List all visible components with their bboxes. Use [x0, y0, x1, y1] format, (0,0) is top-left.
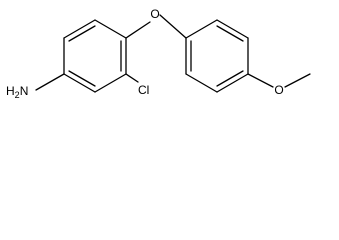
chemical-structure: H2N Cl O O — [6, 7, 311, 100]
bond — [216, 19, 249, 39]
double-bond-inner — [68, 25, 96, 42]
bond — [94, 19, 127, 39]
chlorine-label: Cl — [138, 83, 149, 97]
bond-ether-left — [125, 21, 151, 39]
bond — [63, 19, 96, 39]
bond — [216, 73, 249, 93]
bond — [63, 73, 96, 93]
methoxy-oxygen-label: O — [274, 83, 283, 97]
ether-oxygen-label: O — [150, 7, 159, 21]
bond-methoxy-o — [247, 73, 274, 88]
double-bond-inner — [68, 70, 96, 87]
bond — [185, 73, 218, 93]
double-bond-inner — [216, 25, 244, 42]
amine-label: H2N — [6, 84, 28, 100]
bond-amine — [35, 73, 65, 91]
bond-ether-right — [159, 14, 187, 39]
bond — [185, 19, 218, 39]
ring-a — [63, 19, 127, 93]
bond-methyl — [284, 73, 311, 88]
double-bond-inner — [216, 70, 244, 87]
ring-b — [185, 19, 249, 93]
bond-chlorine — [125, 73, 139, 83]
bond — [94, 73, 127, 93]
